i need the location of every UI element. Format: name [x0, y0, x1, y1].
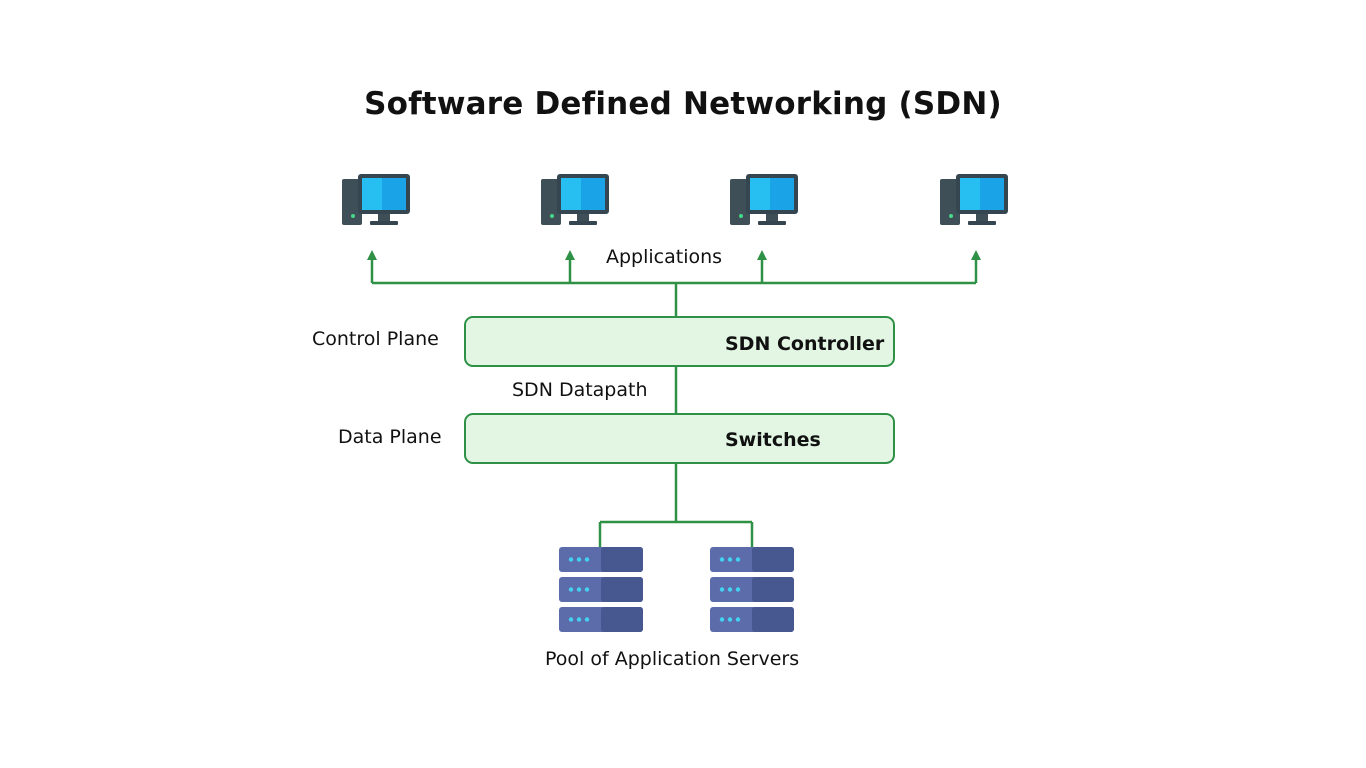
sdn-datapath-label: SDN Datapath	[512, 379, 648, 401]
datapath-connectors	[598, 366, 754, 548]
server-rack-icon	[559, 547, 643, 632]
desktop-computer-icon	[342, 174, 410, 225]
sdn-controller-box	[464, 316, 895, 367]
control-plane-label: Control Plane	[312, 328, 439, 350]
application-connectors	[370, 258, 978, 317]
switches-box	[464, 413, 895, 464]
desktop-computer-icon	[940, 174, 1008, 225]
desktop-computer-icon	[730, 174, 798, 225]
server-rack-icon	[710, 547, 794, 632]
applications-label: Applications	[606, 246, 723, 268]
switches-label: Switches	[725, 429, 821, 451]
server-pool-label: Pool of Application Servers	[545, 648, 800, 670]
diagram-title: Software Defined Networking (SDN)	[364, 86, 1002, 122]
data-plane-label: Data Plane	[338, 426, 442, 448]
arrowheads	[367, 250, 981, 260]
sdn-controller-label: SDN Controller	[725, 333, 885, 355]
desktop-computer-icon	[541, 174, 609, 225]
